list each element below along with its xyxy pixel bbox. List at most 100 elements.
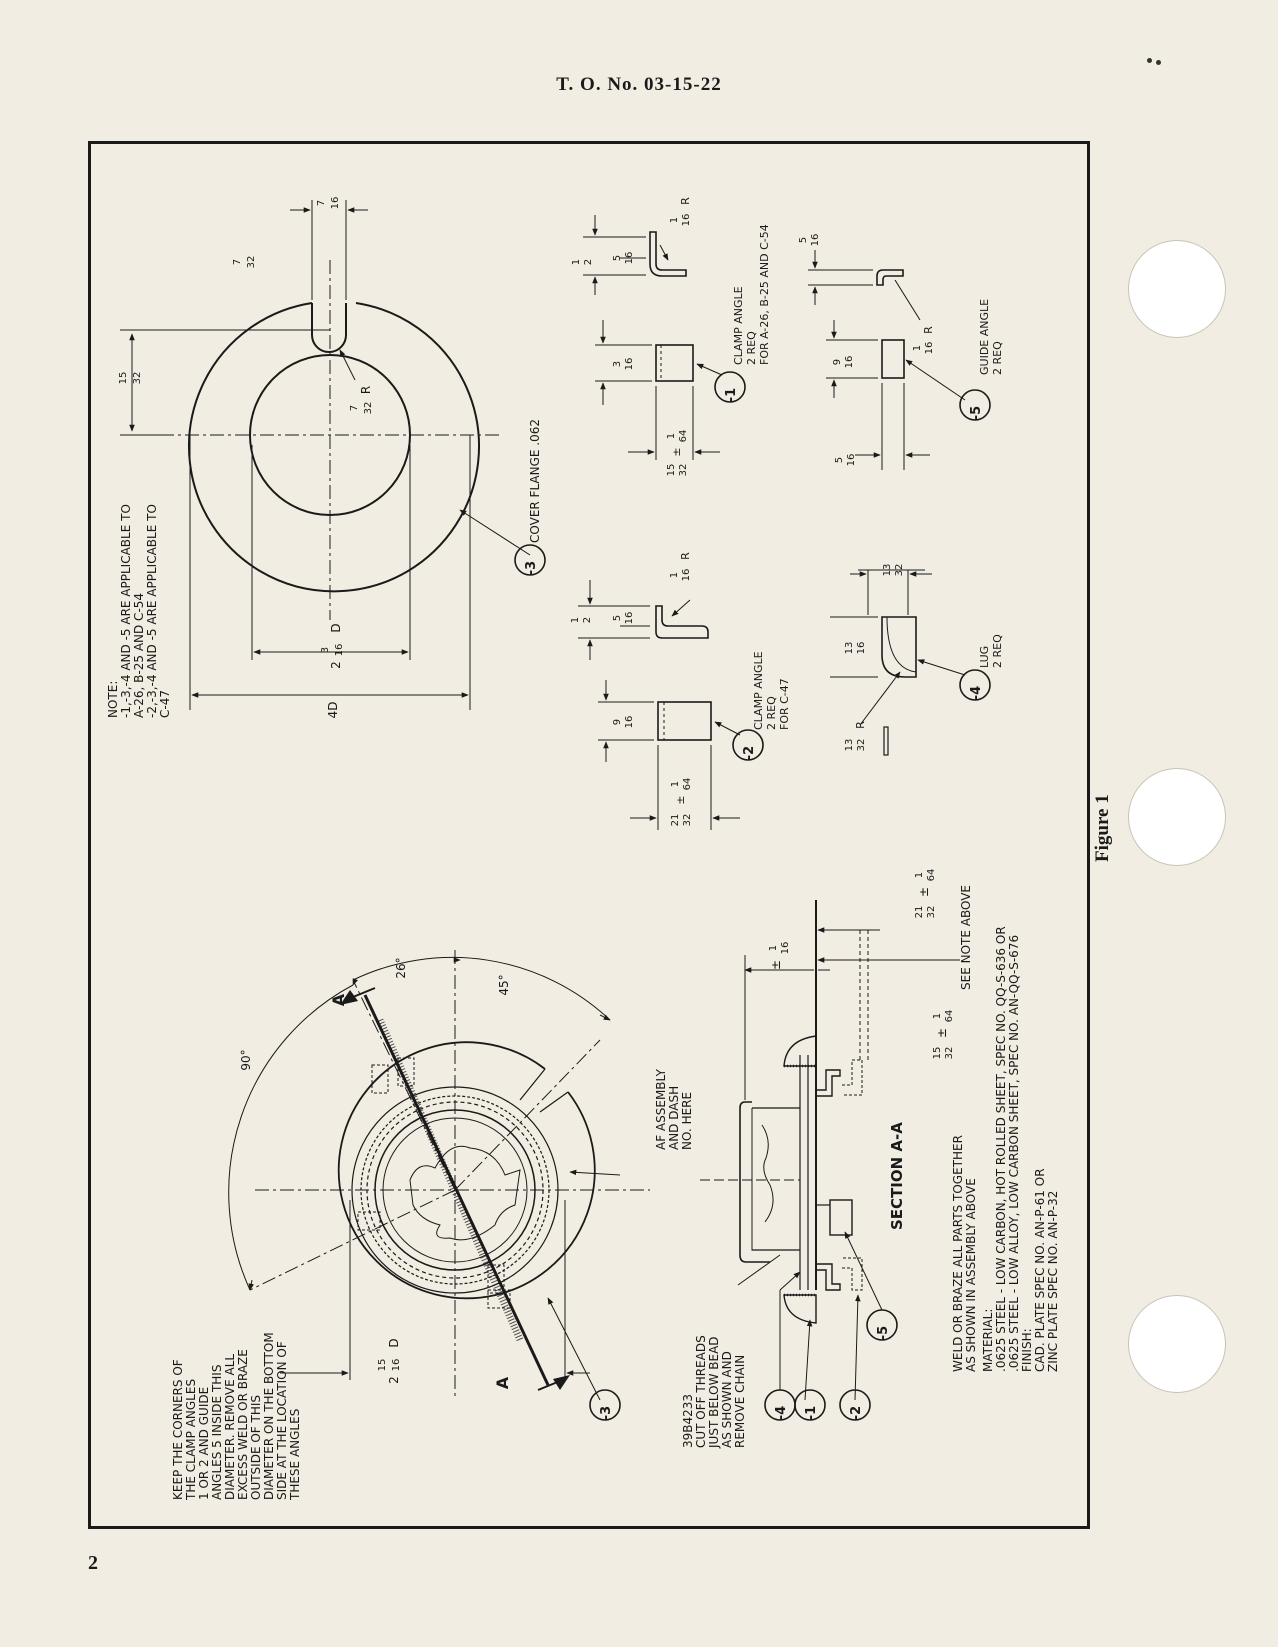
guide-angle-dim-w-num: 5 xyxy=(834,457,845,463)
material-note-line: .0625 STEEL - LOW ALLOY, LOW CARBON SHEE… xyxy=(1007,935,1021,1372)
keep-note-line: OUTSIDE OF THIS xyxy=(249,1395,263,1500)
assembly-angle-45: 45° xyxy=(497,974,511,995)
section-dim-top-sign: ± xyxy=(769,960,783,970)
material-note-line: WELD OR BRAZE ALL PARTS TOGETHER xyxy=(951,1135,965,1372)
threads-note-line: AS SHOWN AND xyxy=(720,1351,734,1448)
clamp-angle-2-dim-a-den: 2 xyxy=(582,617,593,623)
clamp-angle-1-dim-a-den: 2 xyxy=(583,259,594,265)
lug-view xyxy=(830,569,991,756)
cover-flange-view xyxy=(120,200,546,710)
guide-angle-dim-r-den: 16 xyxy=(924,342,935,355)
lug-line: LUG xyxy=(978,646,991,668)
section-dim-top-den: 16 xyxy=(780,942,791,955)
lug-dim-r-suffix: R xyxy=(854,721,867,729)
assembly-angle-26: 26° xyxy=(394,957,408,978)
punch-hole-top xyxy=(1128,240,1226,338)
material-note-line: .0625 STEEL - LOW CARBON, HOT ROLLED SHE… xyxy=(994,926,1008,1372)
assembly-dim-num: 15 xyxy=(377,1359,388,1372)
lug-dim-b-den: 16 xyxy=(856,642,867,655)
clamp-angle-2-dim-w-den: 32 xyxy=(682,814,693,827)
clamp-angle-2-dim-r-den: 16 xyxy=(681,569,692,582)
cover-flange-slot-width-num: 7 xyxy=(316,200,327,206)
note-line: A-26, B-25 AND C-54 xyxy=(132,593,146,718)
keep-note-line: THE CLAMP ANGLES xyxy=(184,1379,198,1501)
threads-note-line: CUT OFF THREADS xyxy=(694,1335,708,1448)
clamp-angle-2-dim-h-den: 16 xyxy=(624,716,635,729)
section-dim-a-tol-num: 1 xyxy=(914,872,925,878)
page-number: 2 xyxy=(88,1552,98,1574)
cover-flange-radius-num: 7 xyxy=(349,405,360,411)
cover-flange-slot-width-den: 16 xyxy=(330,197,341,210)
guide-angle-line: 2 REQ xyxy=(991,341,1004,375)
lug-line: 2 REQ xyxy=(991,634,1004,668)
guide-angle-dim-h-den: 16 xyxy=(844,356,855,369)
clamp-angle-1-callout: -1 xyxy=(724,388,739,402)
assembly-callout: -3 xyxy=(599,1406,614,1420)
section-dim-top-num: 1 xyxy=(768,945,779,951)
keep-note-line: EXCESS WELD OR BRAZE xyxy=(236,1349,250,1500)
figure-caption: Figure 1 xyxy=(1092,794,1113,862)
cover-flange-label: COVER FLANGE .062 xyxy=(528,419,542,543)
assembly-view xyxy=(228,950,650,1421)
corner-mark xyxy=(1156,60,1161,65)
clamp-angle-1-dim-b-num: 5 xyxy=(612,255,623,261)
clamp-angle-2-dim-b-den: 16 xyxy=(624,612,635,625)
section-a-a-view xyxy=(700,900,960,1421)
clamp-angle-1-tol-den: 64 xyxy=(678,430,689,443)
cover-flange-slot-den: 32 xyxy=(246,256,257,269)
clamp-angle-1-dim-b-den: 16 xyxy=(624,252,635,265)
assembly-dim-suffix: D xyxy=(387,1338,401,1347)
clamp-angle-1-line: FOR A-26, B-25 AND C-54 xyxy=(758,224,771,365)
guide-angle-dim-a-num: 5 xyxy=(798,237,809,243)
clamp-angle-1-tol-sign: ± xyxy=(670,447,683,456)
clamp-angle-1-dim-w-num: 15 xyxy=(666,464,677,477)
clamp-angle-2-dim-a-num: 1 xyxy=(570,617,581,623)
guide-angle-dim-w-den: 16 xyxy=(846,454,857,467)
material-note-line: FINISH: xyxy=(1020,1328,1034,1372)
cover-flange-slot-num: 7 xyxy=(232,259,243,265)
guide-angle-dim-r-num: 1 xyxy=(912,345,923,351)
section-dim-a-tol-den: 64 xyxy=(926,869,937,882)
cover-flange-dim-inner-den: 16 xyxy=(334,644,345,657)
section-see-note: SEE NOTE ABOVE xyxy=(959,885,973,990)
section-dim-a-den: 32 xyxy=(926,906,937,919)
clamp-angle-1-dim-r-den: 16 xyxy=(681,214,692,227)
lug-dim-a-den: 32 xyxy=(894,564,905,577)
lug-dim-b-num: 13 xyxy=(844,642,855,655)
assembly-af-note: NO. HERE xyxy=(680,1092,694,1150)
guide-angle-dim-r-suffix: R xyxy=(922,326,935,334)
section-callout-guide: -5 xyxy=(876,1326,891,1340)
section-dim-b-tol-den: 64 xyxy=(944,1010,955,1023)
guide-angle-dim-a-den: 16 xyxy=(810,234,821,247)
punch-hole-bottom xyxy=(1128,1295,1226,1393)
keep-note-line: KEEP THE CORNERS OF xyxy=(171,1359,185,1500)
threads-note-line: 39B4233 xyxy=(681,1394,695,1448)
note-label: NOTE: xyxy=(106,681,120,718)
clamp-angle-1-dim-h-den: 16 xyxy=(624,358,635,371)
clamp-angle-2-dim-r-num: 1 xyxy=(669,572,680,578)
assembly-dim-den: 16 xyxy=(391,1359,402,1372)
keep-note-line: ANGLES 5 INSIDE THIS xyxy=(210,1365,224,1500)
section-dim-b-num: 15 xyxy=(932,1047,943,1060)
clamp-angle-1-dim-r-num: 1 xyxy=(669,217,680,223)
clamp-angle-1-line: 2 REQ xyxy=(745,331,758,365)
assembly-dim-whole: 2 xyxy=(387,1376,401,1384)
guide-angle-view xyxy=(808,250,991,470)
section-dim-a-tol-sign: ± xyxy=(917,887,931,897)
clamp-angle-2-tol-num: 1 xyxy=(670,781,681,787)
clamp-angle-1-dim-h-num: 3 xyxy=(612,361,623,367)
assembly-af-note: AND DASH xyxy=(667,1086,681,1150)
clamp-angle-2-line: FOR C-47 xyxy=(778,678,791,730)
assembly-angle-90: 90° xyxy=(239,1049,253,1070)
cover-flange-callout: -3 xyxy=(524,561,539,575)
clamp-angle-2-dim-w-num: 21 xyxy=(670,814,681,827)
clamp-angle-1-dim-r-suffix: R xyxy=(679,197,692,205)
material-note-line: MATERIAL: xyxy=(981,1309,995,1372)
keep-note-line: SIDE AT THE LOCATION OF xyxy=(275,1341,289,1500)
section-dim-a-num: 21 xyxy=(914,906,925,919)
note-line: -1,-3,-4 AND -5 ARE APPLICABLE TO xyxy=(119,504,133,718)
keep-note-line: THESE ANGLES xyxy=(288,1409,302,1501)
cover-flange-dim-inner-num: 3 xyxy=(320,647,331,653)
clamp-angle-2-callout: -2 xyxy=(742,746,757,760)
